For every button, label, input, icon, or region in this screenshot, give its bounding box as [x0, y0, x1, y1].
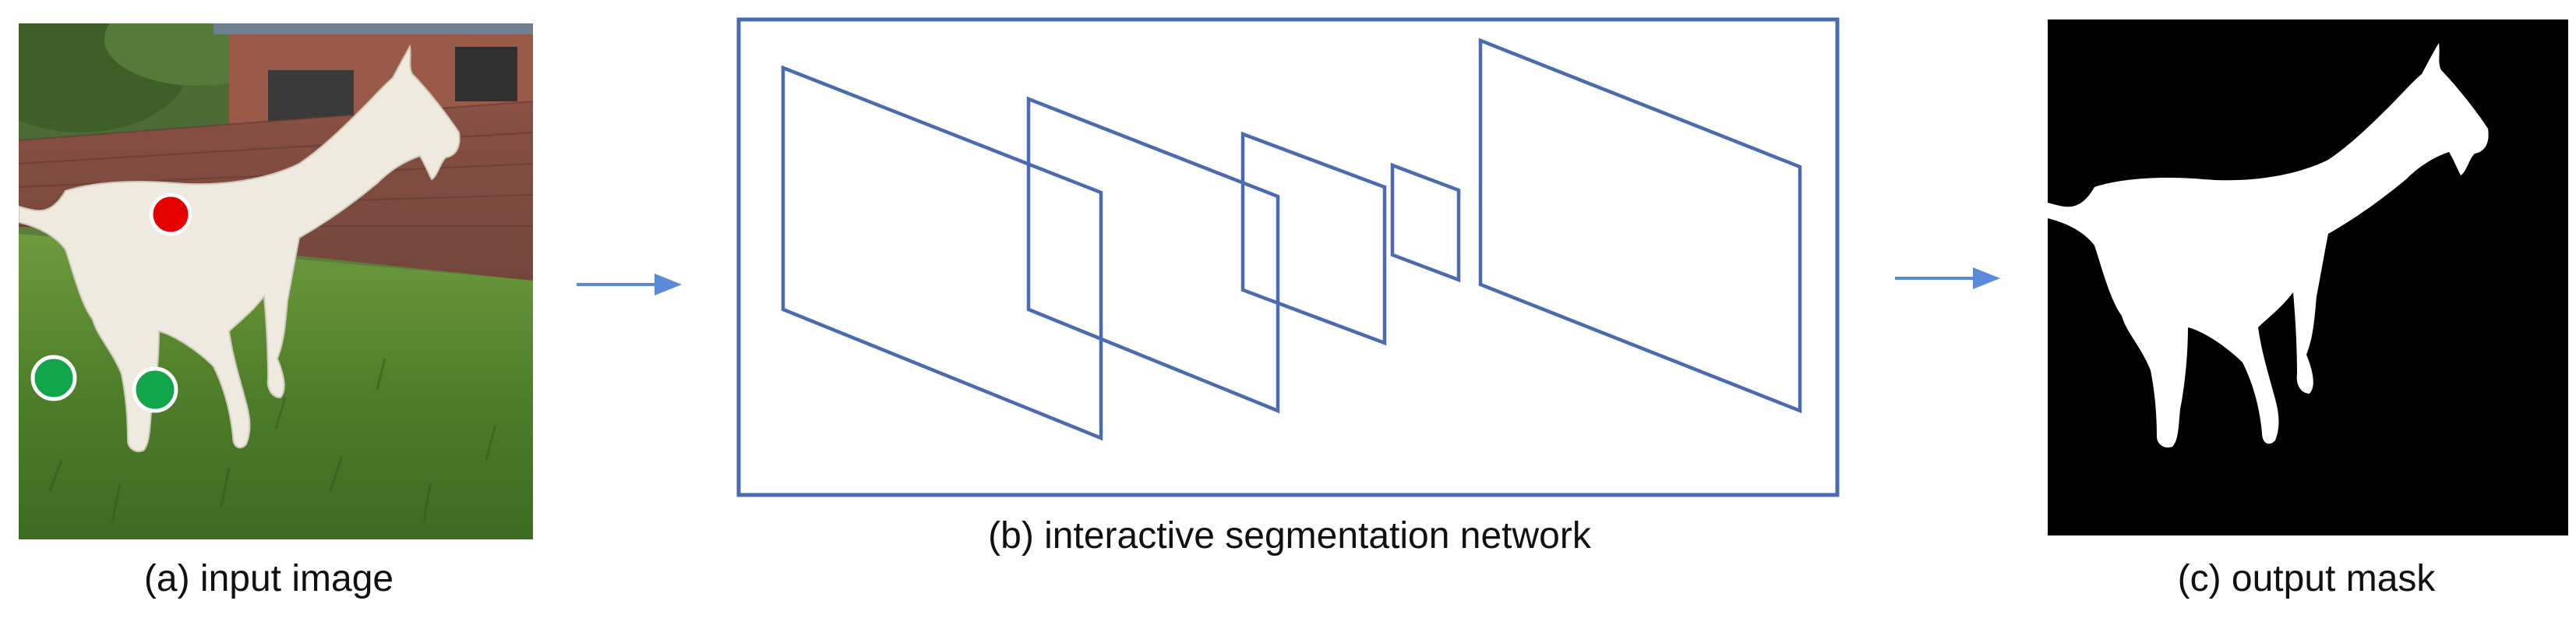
feature-layers	[781, 37, 1802, 441]
feature-layer-5	[1478, 37, 1802, 414]
network-diagram	[736, 17, 1840, 497]
output-mask	[2048, 19, 2568, 535]
negative-click-marker	[132, 366, 178, 413]
feature-layer-1	[781, 65, 1103, 441]
feature-layer-3	[1240, 131, 1387, 346]
input-image	[19, 23, 533, 539]
network-caption: (b) interactive segmentation network	[988, 515, 1591, 557]
feature-layer-4	[1390, 162, 1461, 283]
positive-click-marker	[149, 193, 192, 236]
input-image-caption: (a) input image	[143, 558, 394, 599]
arrow-right-icon	[1895, 267, 2000, 289]
network-frame	[736, 17, 1840, 497]
arrow-right-icon	[577, 274, 682, 295]
output-mask-caption: (c) output mask	[2177, 558, 2436, 599]
goat	[19, 44, 461, 453]
negative-click-marker	[30, 355, 77, 401]
feature-layer-2	[1026, 96, 1280, 414]
mask-foreground	[2048, 43, 2489, 448]
